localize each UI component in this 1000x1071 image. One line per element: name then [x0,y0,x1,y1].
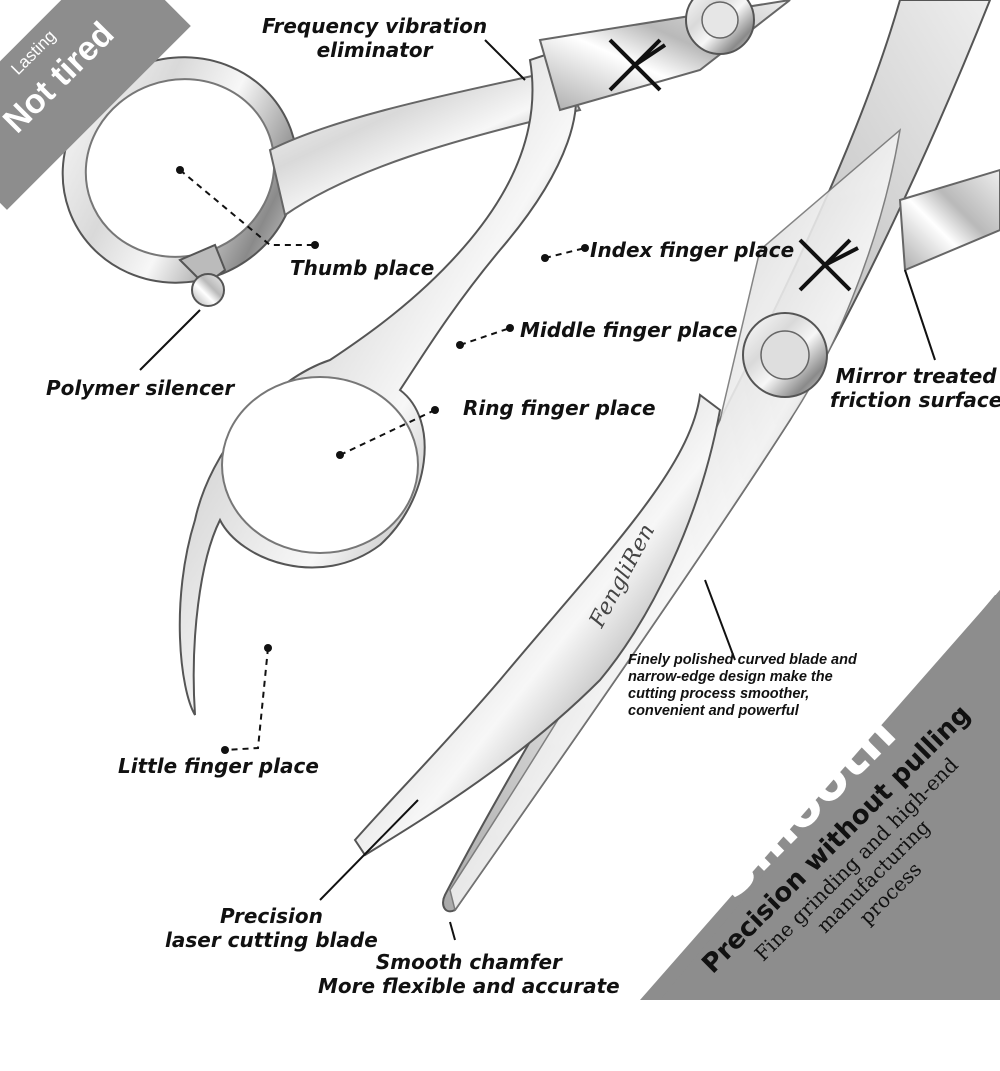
label-ring: Ring finger place [463,396,656,420]
scissors-illustration [61,0,1000,1000]
label-little: Little finger place [118,754,319,778]
label-thumb: Thumb place [290,256,435,280]
label-middle: Middle finger place [520,318,738,342]
promo-band-wide [660,590,1000,1000]
leader-lines [139,39,936,941]
blade-description: Finely polished curved blade and narrow-… [628,652,857,719]
logo-mark-upper [608,38,667,92]
logo-mark-blade [798,238,859,292]
label-polymer: Polymer silencer [46,376,235,400]
label-chamfer: Smooth chamfer More flexible and accurat… [318,950,620,998]
finger-ring [178,48,577,716]
leader-dots [176,166,589,754]
label-frequency: Frequency vibration eliminator [262,14,488,62]
upper-blade [538,0,791,112]
label-mirror: Mirror treated friction surface [830,364,1000,412]
polymer-silencer-knob [191,273,225,307]
label-laser: Precision laser cutting blade [165,904,378,952]
label-index: Index finger place [590,238,795,262]
